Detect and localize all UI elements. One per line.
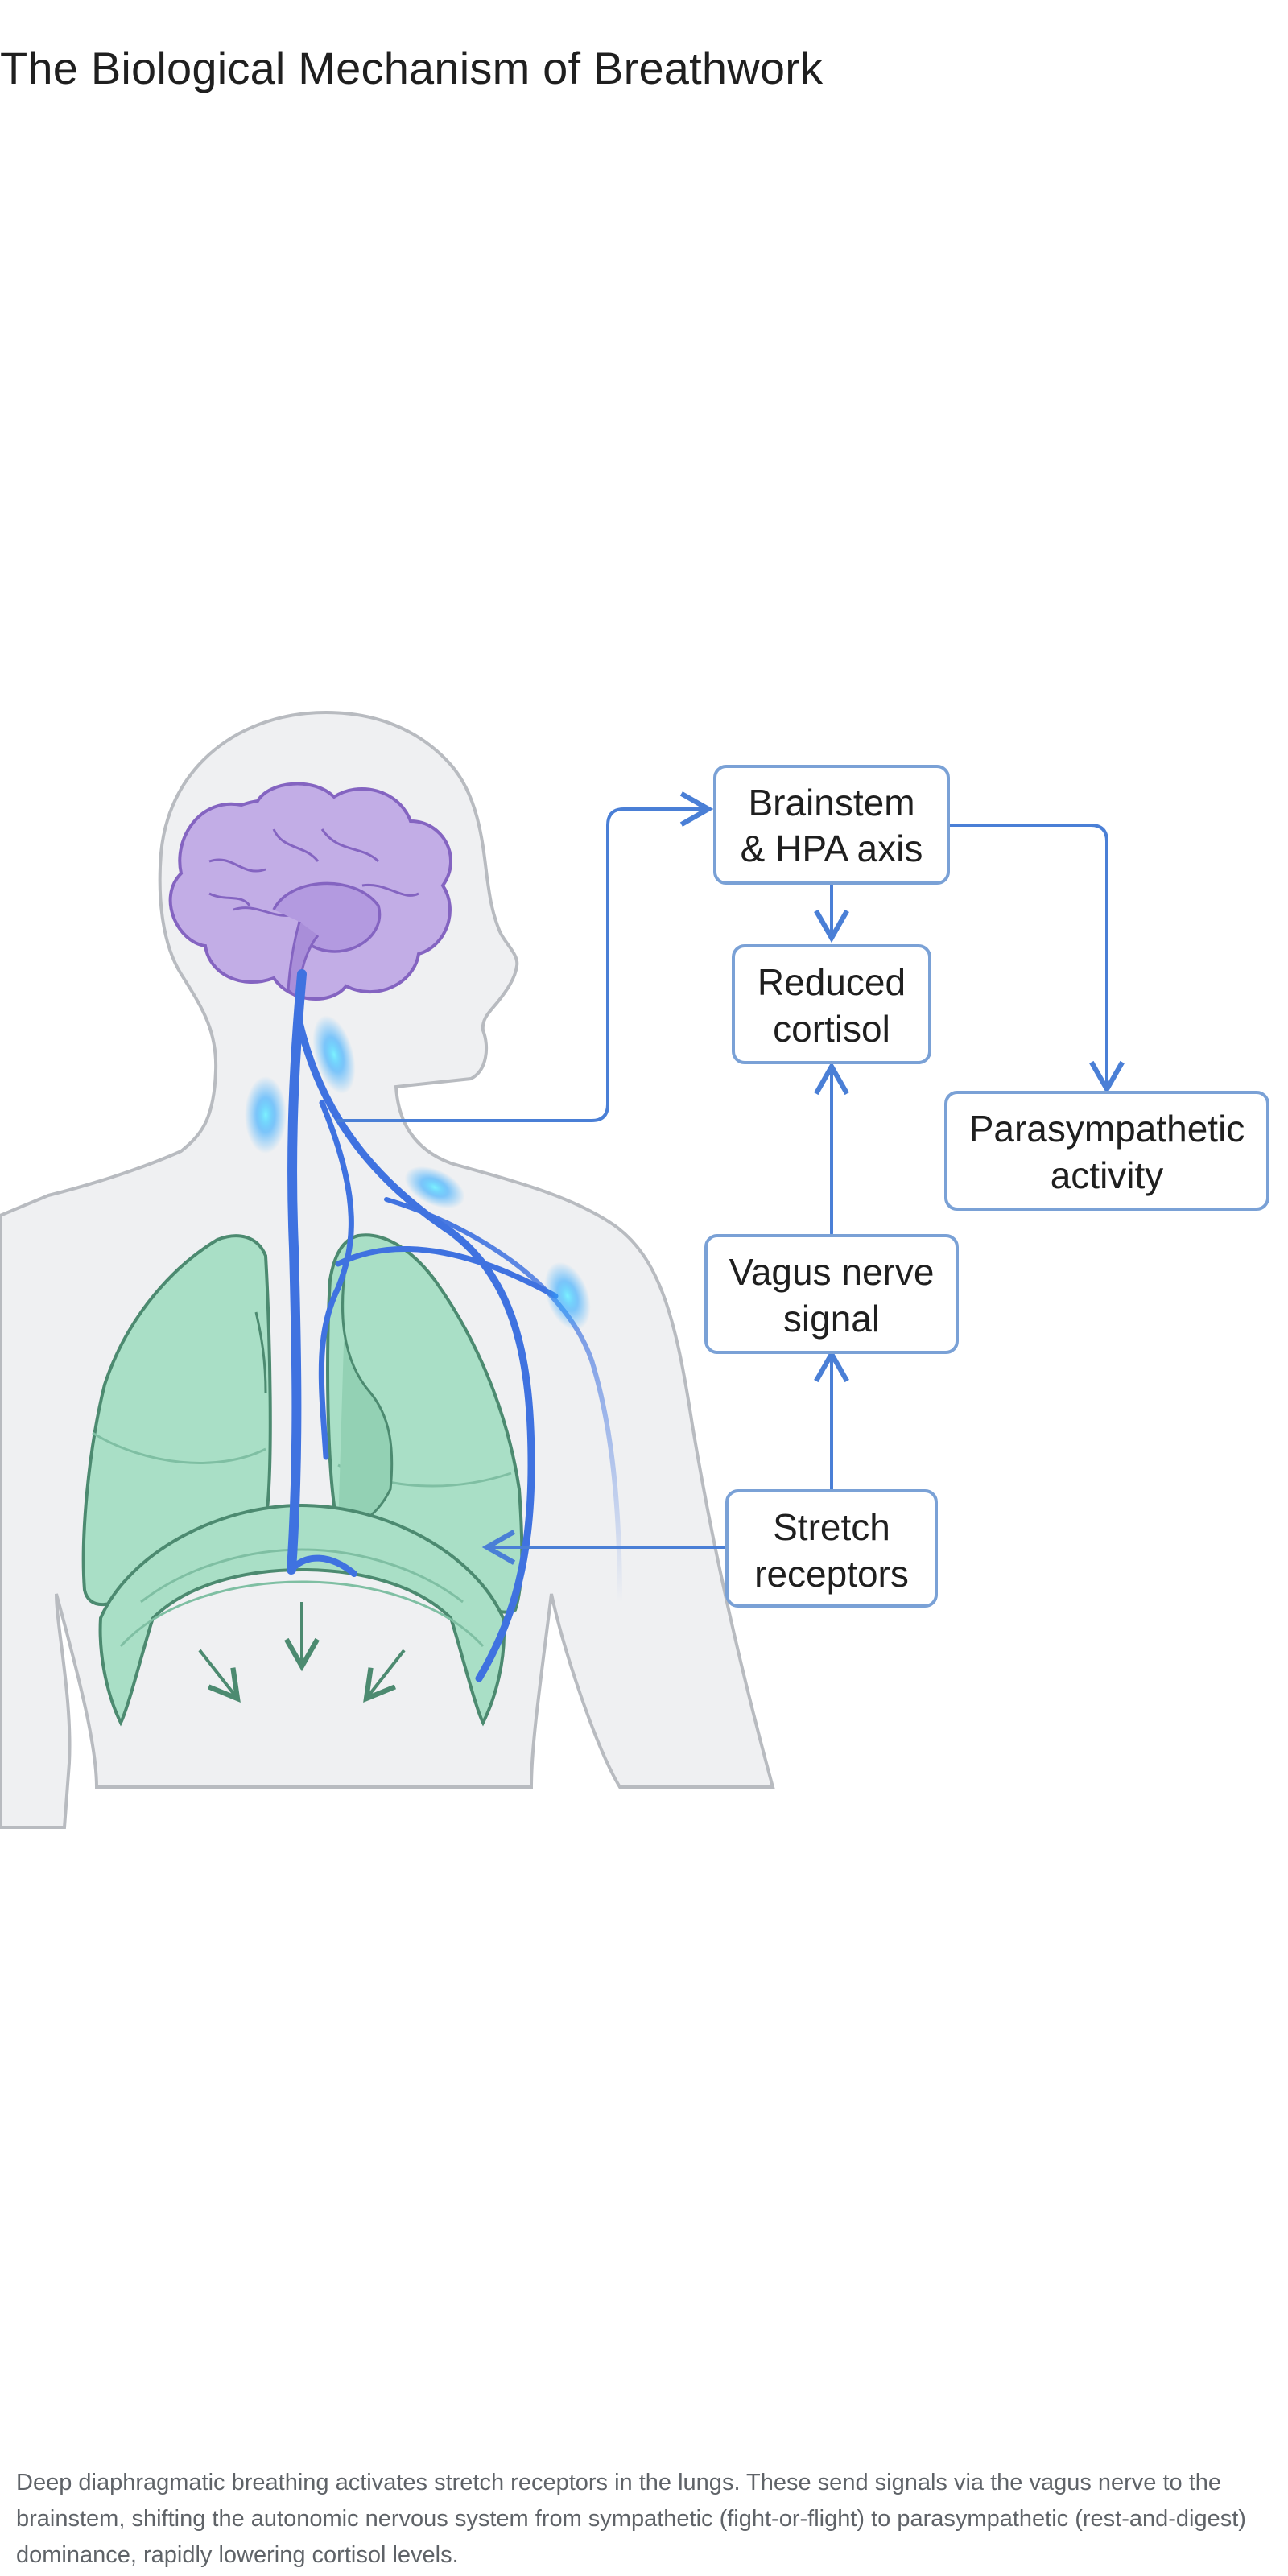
- box-vagus-line1: Vagus nerve: [729, 1251, 935, 1293]
- vagus-nerve-icon: [287, 969, 622, 1682]
- box-cortisol-line1: Reduced: [758, 961, 906, 1003]
- box-brainstem-line2: & HPA axis: [741, 828, 923, 869]
- lungs-icon: [81, 1233, 524, 1727]
- box-cortisol: Reduced cortisol: [732, 944, 931, 1064]
- box-vagus-line2: signal: [783, 1298, 880, 1340]
- nerve-glow-spots: [245, 1015, 591, 1331]
- box-stretch-line1: Stretch: [773, 1506, 890, 1548]
- box-brainstem: Brainstem & HPA axis: [713, 765, 950, 885]
- box-brainstem-line1: Brainstem: [748, 782, 914, 824]
- page-title: The Biological Mechanism of Breathwork: [0, 43, 824, 93]
- arrow-nerve-to-brainstem: [336, 791, 714, 1122]
- box-parasympathetic-line2: activity: [1051, 1154, 1164, 1196]
- breathwork-diagram: Brainstem & HPA axis Reduced cortisol Pa…: [0, 700, 1288, 1940]
- box-vagus: Vagus nerve signal: [704, 1234, 959, 1354]
- arrow-brainstem-to-parasympathetic: [947, 824, 1125, 1095]
- box-cortisol-line2: cortisol: [773, 1008, 890, 1050]
- figure-caption: Deep diaphragmatic breathing activates s…: [16, 2470, 1246, 2568]
- flow-arrows: [336, 791, 1125, 1565]
- box-stretch: Stretch receptors: [725, 1489, 938, 1608]
- box-parasympathetic-line1: Parasympathetic: [969, 1108, 1245, 1150]
- brain-icon: [168, 782, 452, 1001]
- box-parasympathetic: Parasympathetic activity: [944, 1091, 1269, 1211]
- box-stretch-line2: receptors: [754, 1553, 909, 1595]
